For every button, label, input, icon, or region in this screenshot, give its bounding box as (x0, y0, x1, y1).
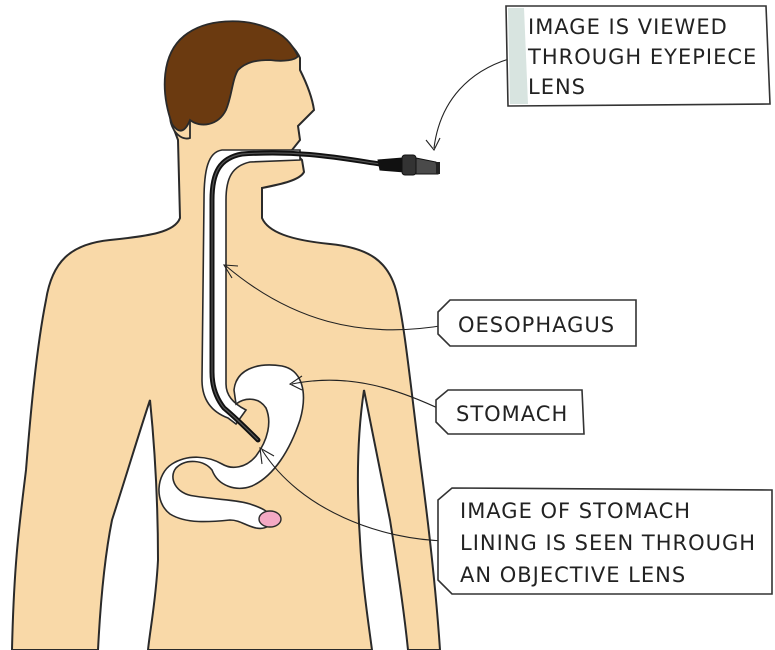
endoscope (209, 150, 440, 443)
objective-label-line-1: IMAGE OF STOMACH (460, 499, 691, 523)
oesophagus-tube (201, 149, 301, 426)
stomach-pointer-line (291, 379, 445, 412)
objective-pointer-line (261, 449, 449, 542)
eyepiece-label-line-1: IMAGE IS VIEWED (528, 15, 728, 39)
oesophagus-label-text: OESOPHAGUS (458, 313, 615, 337)
hair (163, 20, 300, 132)
stomach-label: STOMACH (435, 389, 585, 435)
oesophagus-pointer-line (225, 265, 447, 331)
oesophagus-arrowhead (222, 264, 239, 279)
eyepiece-pointer-line (433, 57, 513, 149)
oesophagus-label: OESOPHAGUS (437, 299, 637, 347)
eyepiece-label: IMAGE IS VIEWED THROUGH EYEPIECE LENS (505, 5, 771, 107)
objective-label: IMAGE OF STOMACH LINING IS SEEN THROUGH … (437, 487, 773, 595)
pylorus (258, 510, 282, 528)
eyepiece-icon (377, 154, 440, 176)
stomach-label-text: STOMACH (456, 402, 568, 426)
digestive-tract (158, 149, 305, 530)
eyepiece-label-line-3: LENS (528, 75, 586, 99)
endoscope-tube-inner (211, 152, 381, 441)
objective-label-line-3: AN OBJECTIVE LENS (460, 563, 686, 587)
stomach-arrowhead (288, 375, 303, 391)
eyepiece-arrowhead (425, 137, 441, 152)
objective-arrowhead (259, 446, 275, 465)
eyepiece-label-line-2: THROUGH EYEPIECE (527, 45, 757, 69)
objective-label-line-2: LINING IS SEEN THROUGH (460, 531, 756, 555)
